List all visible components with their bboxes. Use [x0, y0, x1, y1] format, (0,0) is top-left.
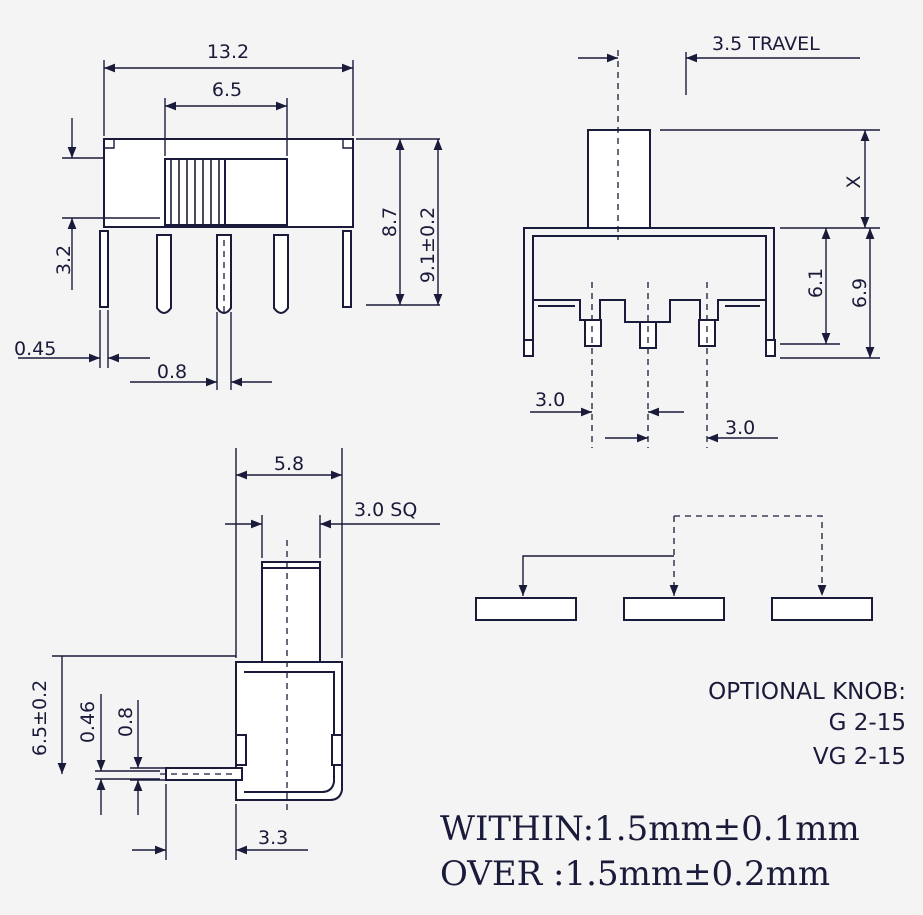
schematic-solid-link: [518, 555, 674, 596]
side-base: [533, 299, 766, 323]
mount-leg-left: [99, 230, 109, 308]
right-angle-view: 5.8 3.0 SQ 6.5±0.2 0.46 0.8 3.3: [29, 448, 440, 860]
optional-knob-note: OPTIONAL KNOB: G 2-15 VG 2-15: [708, 679, 906, 770]
side-frame: [523, 227, 775, 355]
dim-angle-pin-thickness: 0.46: [77, 701, 99, 743]
dim-left-height: 3.2: [53, 245, 75, 275]
schematic-contact-3: [771, 597, 873, 621]
dim-knob-slot: 6.5: [212, 79, 242, 101]
dim-pin-width: 0.8: [157, 361, 187, 383]
side-pin-1: [584, 319, 602, 347]
mount-leg-right: [342, 230, 352, 308]
dim-angle-height: 6.5±0.2: [29, 680, 51, 756]
dim-top-width: 13.2: [207, 41, 249, 63]
body-corner-notches: [104, 139, 353, 149]
optional-knob-option-2: VG 2-15: [813, 744, 906, 770]
schematic-contact-1: [475, 597, 577, 621]
schematic-contact-2: [623, 597, 725, 621]
dim-pitch-right: 3.0: [725, 417, 755, 439]
dim-body-height: 8.7: [379, 207, 401, 237]
dim-side-body: 6.1: [805, 268, 827, 298]
switch-schematic: [475, 515, 873, 621]
dim-knob-height: X: [843, 175, 865, 188]
angle-body: [235, 661, 343, 801]
tolerance-over: OVER :1.5mm±0.2mm: [440, 854, 830, 894]
dim-knob-square: 3.0 SQ: [354, 499, 417, 521]
dim-side-overall: 6.9: [849, 278, 871, 308]
dim-pitch-left: 3.0: [535, 389, 565, 411]
tolerance-note: WITHIN:1.5mm±0.1mm OVER :1.5mm±0.2mm: [440, 809, 860, 894]
angle-knob: [261, 561, 321, 663]
side-knob: [587, 129, 651, 229]
side-view: 3.5 TRAVEL X 6.1 6.9 3.0 3.0: [523, 33, 880, 448]
pin-1: [156, 234, 172, 314]
dim-overall-height: 9.1±0.2: [417, 207, 439, 283]
angle-tab-right: [331, 734, 343, 766]
side-frame-inner: [532, 235, 767, 355]
tolerance-within: WITHIN:1.5mm±0.1mm: [440, 809, 860, 849]
side-pin-2: [639, 321, 657, 349]
front-view: 13.2 6.5 3.2 8.7 9.1±0.2 0.45 0.8: [14, 41, 443, 390]
dim-angle-pin-length: 3.3: [258, 827, 288, 849]
dim-pin-thickness: 0.45: [14, 338, 56, 360]
optional-knob-title: OPTIONAL KNOB:: [708, 679, 906, 705]
pin-3: [273, 234, 289, 314]
dim-angle-pin-width: 0.8: [115, 707, 137, 737]
dim-knob-width: 5.8: [274, 453, 304, 475]
side-leg-right: [765, 339, 776, 357]
knob-grip-lines: [170, 159, 226, 225]
optional-knob-option-1: G 2-15: [829, 710, 906, 736]
dim-travel: 3.5 TRAVEL: [712, 33, 820, 55]
angle-tab-left: [235, 734, 247, 766]
side-leg-left: [523, 339, 534, 357]
schematic-dashed-link: [674, 515, 827, 596]
